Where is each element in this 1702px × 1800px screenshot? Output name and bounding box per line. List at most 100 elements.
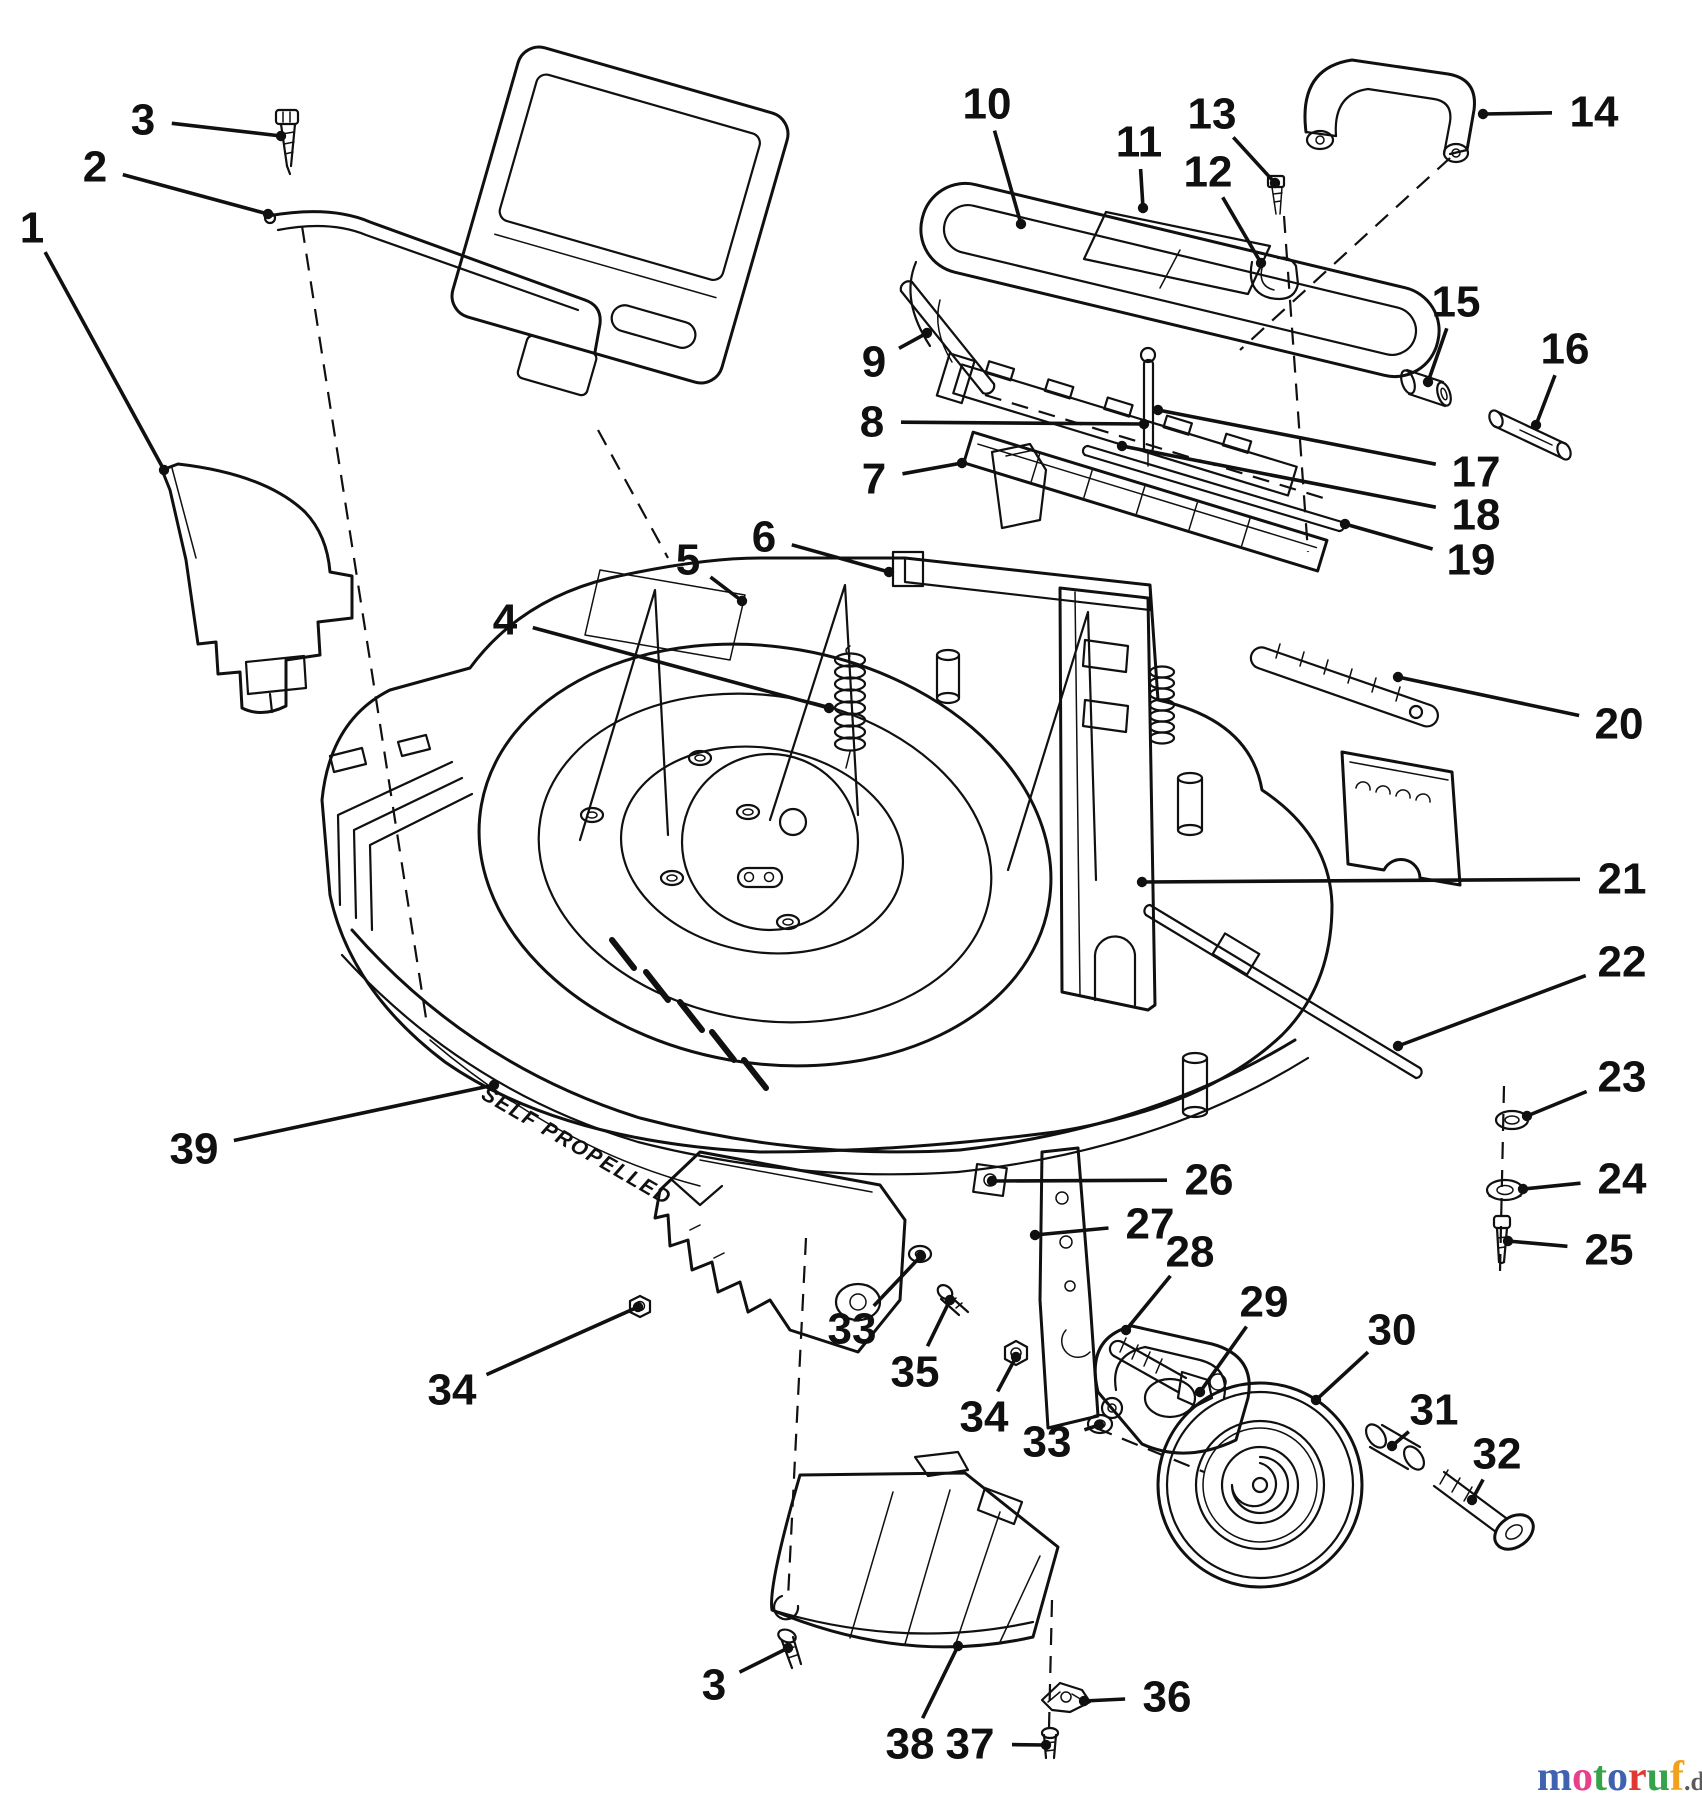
part-number-12: 12 [1184,148,1233,197]
callout-24: 24 [1517,1155,1647,1204]
leader-dot-33b [1093,1419,1105,1431]
part-number-5: 5 [676,536,700,585]
callout-13: 13 [1188,90,1281,189]
leader-line-19 [1344,522,1434,551]
part-number-13: 13 [1188,90,1237,139]
part-number-36: 36 [1143,1673,1192,1722]
grab-handle [1303,58,1476,164]
housing-cover [263,45,790,397]
part-number-22: 22 [1598,938,1647,987]
leader-dot-20 [1392,671,1404,683]
leader-line-29 [1198,1325,1248,1394]
leader-line-22 [1397,973,1587,1048]
chute-screw-axis [786,1237,808,1599]
part-number-15: 15 [1432,278,1481,327]
part-number-23: 23 [1598,1053,1647,1102]
part-number-35: 35 [891,1348,940,1397]
part-number-18: 18 [1452,491,1501,540]
cover-align-axis [597,429,669,559]
axle-bolt-29 [1108,1337,1214,1408]
callout-21: 21 [1136,855,1646,904]
callout-6: 6 [752,513,895,578]
leader-line-20 [1397,675,1580,718]
cover-tab [516,334,598,397]
mesh-screen [498,73,761,281]
callout-38: 38 [886,1640,964,1769]
part-number-7: 7 [862,455,886,504]
leader-line-9 [898,331,928,350]
height-rack-upper [1249,643,1439,728]
axle-bolt-32 [1432,1469,1535,1551]
leader-dot-7 [956,457,968,469]
leader-dot-2 [262,208,274,220]
callout-1: 1 [20,204,170,476]
leader-dot-22 [1392,1040,1404,1052]
callout-2: 2 [83,143,274,220]
wheel [1156,1381,1364,1589]
leader-dot-37 [1040,1739,1052,1751]
leader-line-39 [233,1083,495,1143]
leader-dot-24 [1517,1183,1529,1195]
leader-dot-25 [1502,1235,1514,1247]
leader-dot-26 [986,1175,998,1187]
leader-line-25 [1507,1239,1568,1249]
leader-dot-5 [736,595,748,607]
callout-7: 7 [862,455,968,504]
support-plate-27 [1038,1146,1100,1430]
callout-4: 4 [493,596,835,714]
leader-dot-28 [1120,1324,1132,1336]
callout-37: 37 [946,1720,1052,1769]
callout-35: 35 [891,1294,956,1397]
cover-trim-strip [266,210,602,354]
leader-line-28 [1124,1274,1172,1332]
leader-line-6 [791,543,890,574]
control-decal [1082,210,1272,296]
cover-screw-axis [300,225,428,1019]
leader-line-13 [1231,136,1277,185]
deck-bolt-holes [579,749,801,931]
leader-line-7 [902,461,963,476]
leader-line-26 [991,1178,1168,1183]
callout-30: 30 [1310,1306,1417,1406]
leader-dot-21 [1136,876,1148,888]
door-hinge-axis [984,393,1331,502]
part-number-30: 30 [1368,1306,1417,1355]
leader-dot-14 [1477,108,1489,120]
clamp-bolt-37 [1040,1726,1060,1760]
leader-dot-8 [1138,418,1150,430]
leader-dot-29 [1194,1386,1206,1398]
callout-29: 29 [1194,1278,1288,1398]
callout-34a: 34 [428,1301,644,1415]
stiffener-rod-22 [1143,903,1423,1080]
leader-dot-3 [275,130,287,142]
callout-23: 23 [1521,1053,1647,1122]
pivot-housing-28 [1093,1324,1251,1455]
leader-dot-39 [488,1079,500,1091]
callout-15: 15 [1422,278,1481,388]
callout-19: 19 [1339,518,1495,585]
part-number-32: 32 [1473,1430,1522,1479]
serrated-guard [653,1150,907,1354]
leader-dot-1 [158,464,170,476]
screw-top [274,108,300,176]
part-number-33b: 33 [1023,1418,1072,1467]
part-number-8: 8 [860,398,884,447]
leader-dot-35 [944,1294,956,1306]
leader-line-11 [1138,168,1145,209]
part-number-14: 14 [1570,88,1619,137]
leader-dot-30 [1310,1394,1322,1406]
leader-line-27 [1034,1226,1109,1237]
washer-24 [1485,1178,1525,1202]
rear-right-plate [1058,586,1157,1012]
part-number-39: 39 [170,1125,219,1174]
callout-9: 9 [862,327,933,387]
leader-dot-27 [1029,1229,1041,1241]
leader-line-14 [1482,111,1553,116]
part-number-1: 1 [20,204,44,253]
part-number-34b: 34 [960,1393,1009,1442]
leader-dot-9 [921,327,933,339]
part-number-34a: 34 [428,1366,477,1415]
callout-31: 31 [1386,1386,1458,1452]
